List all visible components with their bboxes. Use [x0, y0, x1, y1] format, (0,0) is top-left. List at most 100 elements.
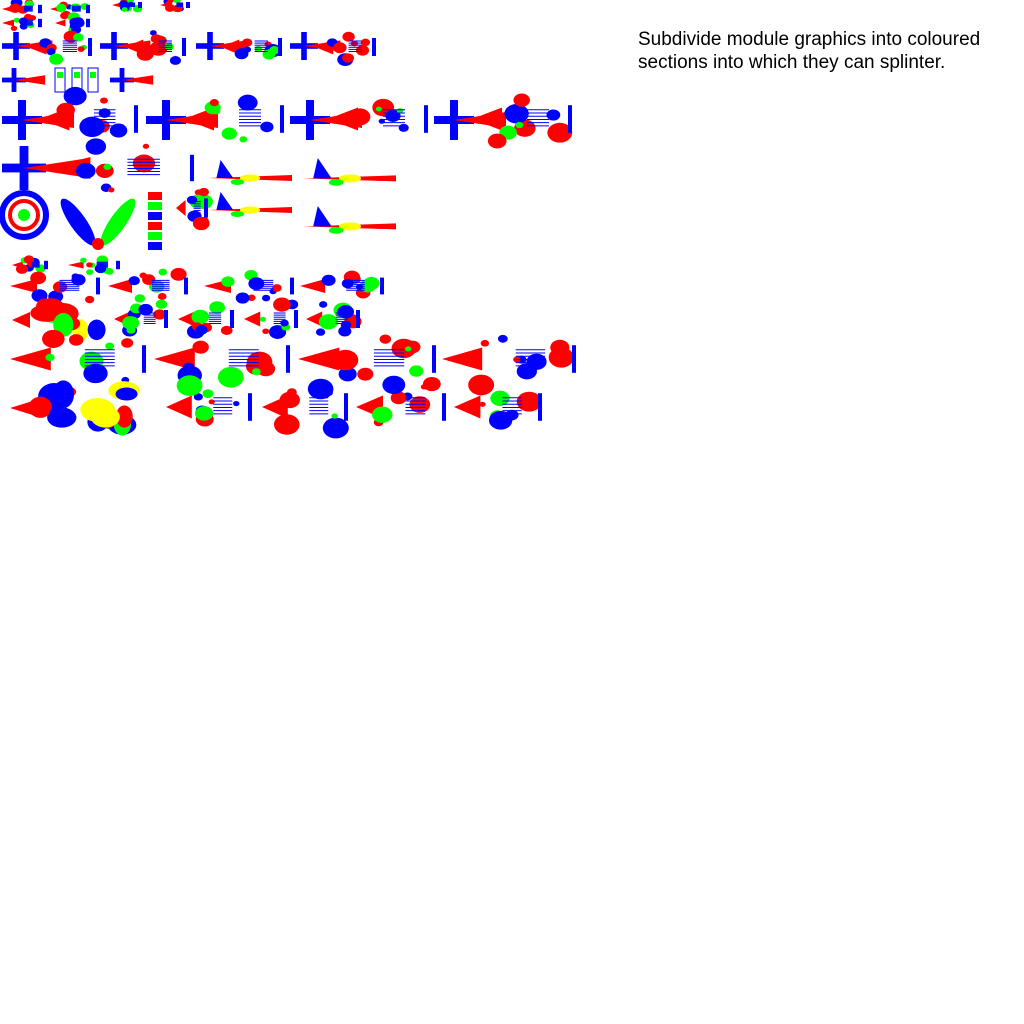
row4-module-shard: [142, 143, 150, 149]
row3-module-3-shard: [547, 122, 573, 143]
row1-module-1-shard: [136, 46, 154, 61]
row9-module-3-shard: [497, 334, 508, 343]
row3-module-0-stud: [134, 105, 138, 133]
row9-module-0-nose: [10, 347, 51, 371]
row10-module-1-shard: [273, 414, 300, 435]
row10-blob-11: [52, 380, 75, 409]
row8-module-2-stud: [294, 310, 298, 328]
row8-module-0-stud: [164, 310, 168, 328]
row7-module-1-shard: [142, 274, 156, 285]
row10-module-2-stud: [442, 393, 446, 421]
propeller-blade-b: [100, 198, 136, 246]
row3-module-1-shard: [260, 121, 274, 133]
row9-module-2-nose: [298, 347, 340, 371]
row6-small-b-stud: [116, 260, 120, 270]
row3-module-3-shard: [513, 93, 530, 107]
row1-module-3-stud: [372, 38, 376, 56]
column-segment-3: [148, 222, 162, 230]
plane-part-3: [328, 227, 344, 234]
row10-module-2-shard: [390, 391, 407, 405]
row7-module-3-shard: [363, 276, 380, 290]
row8-module-2-nose: [244, 311, 261, 327]
row3-module-2-shard: [398, 123, 409, 132]
row4-module-stud: [190, 154, 194, 182]
plane-part-2: [230, 211, 245, 217]
propeller-hub: [92, 238, 104, 250]
row1-module-2-shard: [262, 49, 276, 60]
row10-module-0-shard: [208, 399, 215, 405]
row8-module-3-shard: [315, 328, 326, 336]
small-block-module-shard: [186, 195, 198, 205]
row1-module-2-stud: [278, 38, 282, 56]
row9-module-3-shard: [548, 347, 574, 368]
row7-module-2-stud: [290, 277, 294, 295]
row1-module-3-shard: [342, 53, 355, 63]
plane-cockpit-1: [338, 174, 362, 183]
row7-module-0-shard: [30, 271, 47, 285]
row3-module-3-shard: [487, 133, 507, 149]
column-segment-2: [148, 212, 162, 220]
row10-module-1-shard: [307, 378, 334, 400]
row8-module-0-shard: [155, 299, 168, 309]
row6-small-b-shard: [80, 257, 87, 263]
tiny-module-1-stud: [86, 4, 90, 14]
plane-tail-3: [313, 206, 332, 227]
row7-module-2-shard: [247, 294, 256, 302]
row3-module-0-shard: [63, 86, 87, 106]
row4-module-shard: [103, 163, 112, 170]
row6-small-b-nose: [68, 261, 84, 269]
row3-module-1-shard: [209, 99, 219, 107]
row6-small-a-shard: [15, 264, 29, 274]
row10-module-3-shard: [468, 374, 495, 396]
row9-module-0-stud: [142, 345, 146, 373]
row7-module-0-shard: [86, 269, 94, 276]
row3-module-3-shard: [546, 109, 561, 121]
row8-module-2-shard: [262, 328, 270, 335]
tiny-module-4-shard: [10, 25, 18, 31]
sprite-sheet: [0, 0, 576, 439]
row9-module-2-shard: [409, 365, 424, 377]
row2-panel-fill-1: [74, 72, 80, 78]
row9-module-1-shard: [192, 340, 209, 354]
row1-module-0-shard: [73, 33, 84, 42]
row10-module-1-shard: [322, 417, 349, 439]
propeller-blade-a: [60, 198, 96, 246]
row7-module-1-shard: [158, 268, 168, 276]
row8-module-3-shard: [319, 301, 328, 308]
row8-module-1-shard: [209, 301, 225, 314]
row9-module-0-shard: [121, 338, 134, 348]
row3-module-1-shard: [237, 94, 258, 111]
row7-module-1-shard: [134, 294, 146, 303]
row3-module-0-shard: [79, 116, 105, 138]
row3-module-3-stud: [568, 105, 572, 133]
row8-module-3-stud: [356, 310, 360, 328]
row8-module-1-stud: [230, 310, 234, 328]
tiny-module-5-nose: [55, 19, 66, 27]
row3-module-2-shard: [375, 106, 382, 112]
row7-module-0-shard: [52, 281, 68, 293]
row3-module-2-shard: [349, 108, 371, 126]
row3-module-0-shard: [109, 123, 128, 138]
row2-cross-b-wing: [122, 75, 154, 85]
row10-module-0-shard: [193, 393, 203, 401]
row10-blob-10: [116, 405, 133, 428]
row9-module-3-stud: [572, 345, 576, 373]
column-segment-4: [148, 232, 162, 240]
plane-cockpit-3: [338, 222, 362, 231]
row10-module-3-shard: [516, 391, 542, 412]
row1-module-0-shard: [46, 48, 56, 56]
row4-module-shard: [108, 187, 115, 193]
row9-module-0-shard: [42, 329, 65, 348]
row7-module-3-stud: [380, 277, 384, 295]
column-segment-5: [148, 242, 162, 250]
row9-module-2-shard: [338, 366, 357, 382]
row10-module-0-shard: [176, 375, 203, 396]
row8-module-1-shard: [191, 309, 210, 324]
row1-module-1-shard: [169, 56, 181, 65]
row10-module-1-shard: [279, 391, 301, 409]
rotor-inner: [8, 199, 40, 231]
row2-panel-2: [87, 67, 99, 93]
row4-module-shard: [75, 162, 96, 179]
plane-part-1: [328, 179, 344, 186]
row10-module-3-shard: [490, 390, 510, 407]
